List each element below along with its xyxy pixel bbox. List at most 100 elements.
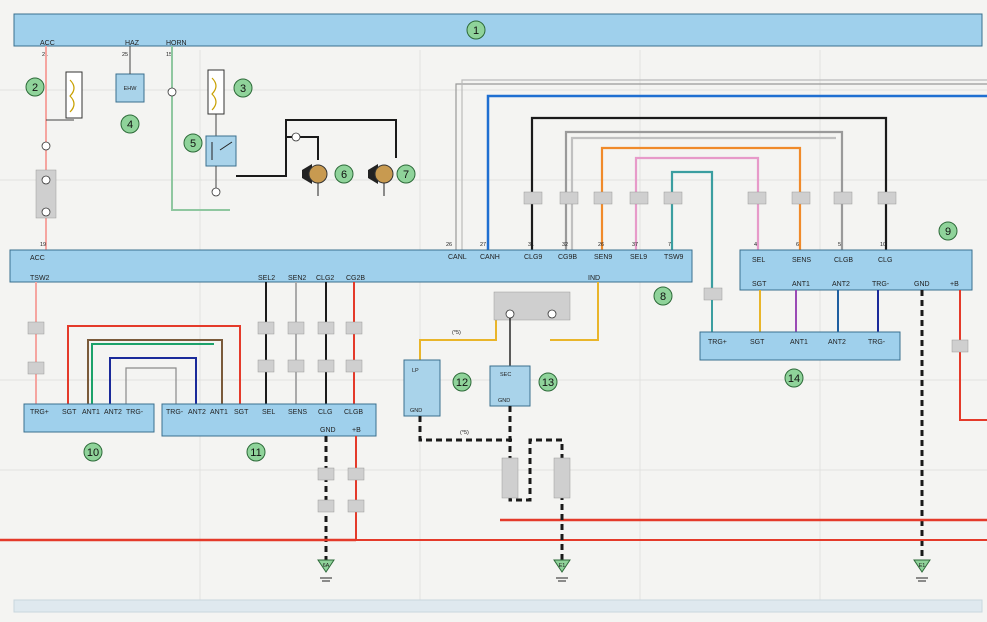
module-7-badge: 7 — [396, 164, 416, 184]
conn-clgb — [833, 191, 853, 205]
connector-relay — [211, 187, 221, 197]
m13-sec: SEC — [500, 372, 511, 378]
ecu8-ind: IND — [588, 275, 600, 282]
conn-sel2-b — [257, 359, 275, 373]
connector-horn-1a — [291, 132, 301, 142]
connector-acc-3 — [41, 207, 51, 217]
ecu14-trgm: TRG- — [868, 339, 886, 346]
ecu11-sel: SEL — [262, 409, 275, 416]
pin-27: 27 — [480, 242, 486, 248]
pin-26b: 26 — [598, 242, 604, 248]
svg-text:6: 6 — [341, 169, 347, 181]
conn-tsw2-1 — [27, 321, 45, 335]
svg-text:2: 2 — [32, 82, 38, 94]
ecu9-sens: SENS — [792, 257, 811, 264]
pin-37: 37 — [632, 242, 638, 248]
ecu11-b-wire — [355, 436, 987, 541]
conn-clg — [877, 191, 897, 205]
ecu8-cg2b: CG2B — [346, 275, 365, 282]
svg-text:12: 12 — [456, 377, 468, 389]
svg-text:14: 14 — [788, 373, 800, 385]
ecu9-b-wire — [959, 290, 987, 421]
connector-block-acc — [35, 169, 57, 219]
ecu10-11-loops — [67, 325, 241, 408]
conn-block-e1 — [553, 457, 571, 499]
haz-pin: 25 — [122, 52, 128, 58]
pin-26: 26 — [446, 242, 452, 248]
module-10-badge: 10 — [83, 442, 103, 462]
svg-text:10: 10 — [87, 447, 99, 459]
haz-label: HAZ — [125, 40, 140, 47]
pin-31: 31 — [528, 242, 534, 248]
ecu8-canh: CANH — [480, 254, 500, 261]
m12-gnd: GND — [410, 408, 422, 414]
fuse-3 — [207, 69, 225, 115]
lamp-module-12 — [403, 359, 441, 417]
m12-gnd-wire — [418, 416, 512, 442]
svg-text:11: 11 — [250, 447, 261, 459]
pin-32: 32 — [562, 242, 568, 248]
ecu-8 — [9, 249, 693, 283]
svg-text:6A: 6A — [323, 563, 330, 569]
ecu-11 — [161, 403, 377, 437]
ecu11-sens: SENS — [288, 409, 307, 416]
pin-ecu9-10: 10 — [880, 242, 886, 248]
svg-text:13: 13 — [542, 377, 554, 389]
conn-sen2 — [287, 321, 305, 335]
conn-sel2 — [257, 321, 275, 335]
connector-acc-1 — [41, 141, 51, 151]
conn-cg2b — [345, 321, 363, 335]
ecu9-ant2: ANT2 — [832, 281, 850, 288]
ecu14-trgp: TRG+ — [708, 339, 727, 346]
ecu11-clg: CLG — [318, 409, 332, 416]
ecu9-clgb: CLGB — [834, 257, 853, 264]
module-14-badge: 14 — [784, 368, 804, 388]
svg-text:3: 3 — [240, 83, 246, 95]
ecu-10 — [23, 403, 155, 433]
conn-ecu9-b — [951, 339, 969, 353]
ecu10-trgp: TRG+ — [30, 409, 49, 416]
ecu10-sgt: SGT — [62, 409, 77, 416]
ecu8-clg2: CLG2 — [316, 275, 334, 282]
pin-7: 7 — [668, 242, 671, 248]
ecu10-trgm: TRG- — [126, 409, 144, 416]
ecu11-gnd: GND — [320, 427, 336, 434]
m13-gnd: GND — [498, 398, 510, 404]
conn-block-gnd — [501, 457, 519, 499]
ecu11-trgm: TRG- — [166, 409, 184, 416]
ecu11-sgt: SGT — [234, 409, 249, 416]
ecu-1-bar — [13, 13, 983, 47]
module-6-badge: 6 — [334, 164, 354, 184]
pin-ecu9-6: 6 — [796, 242, 799, 248]
ecu9-gnd: GND — [914, 281, 930, 288]
module-11-badge: 11 — [246, 442, 266, 462]
ecu10-ant2: ANT2 — [104, 409, 122, 416]
ecu9-trg: TRG- — [872, 281, 890, 288]
m12-lp: LP — [412, 368, 419, 374]
ecu11-b: +B — [352, 427, 361, 434]
horn-relay-5 — [205, 135, 237, 167]
ecu9-to-14-wires — [711, 290, 879, 332]
ecu8-canl: CANL — [448, 254, 467, 261]
conn-cg2b-b — [345, 359, 363, 373]
ecu8-sen9: SEN9 — [594, 254, 612, 261]
horn-label: HORN — [166, 40, 187, 47]
module-4-badge: 4 — [120, 114, 140, 134]
conn-sel9 — [629, 191, 649, 205]
connector-horn — [167, 87, 177, 97]
ecu9-b: +B — [950, 281, 959, 288]
horn-pin: 15 — [166, 52, 172, 58]
svg-text:4: 4 — [127, 119, 133, 131]
ecu8-clg9: CLG9 — [524, 254, 542, 261]
ecu-14 — [699, 331, 901, 361]
svg-text:E1: E1 — [919, 563, 926, 569]
svg-text:8: 8 — [660, 291, 666, 303]
ecu9-clg: CLG — [878, 257, 892, 264]
conn-trg — [703, 287, 723, 301]
module-9-badge: 9 — [938, 221, 958, 241]
horn-out-wire — [236, 136, 290, 177]
ecu11-ant2: ANT2 — [188, 409, 206, 416]
conn-gnd11-2 — [317, 499, 335, 513]
ecu14-ant2: ANT2 — [828, 339, 846, 346]
conn-gnd11-1 — [317, 467, 335, 481]
